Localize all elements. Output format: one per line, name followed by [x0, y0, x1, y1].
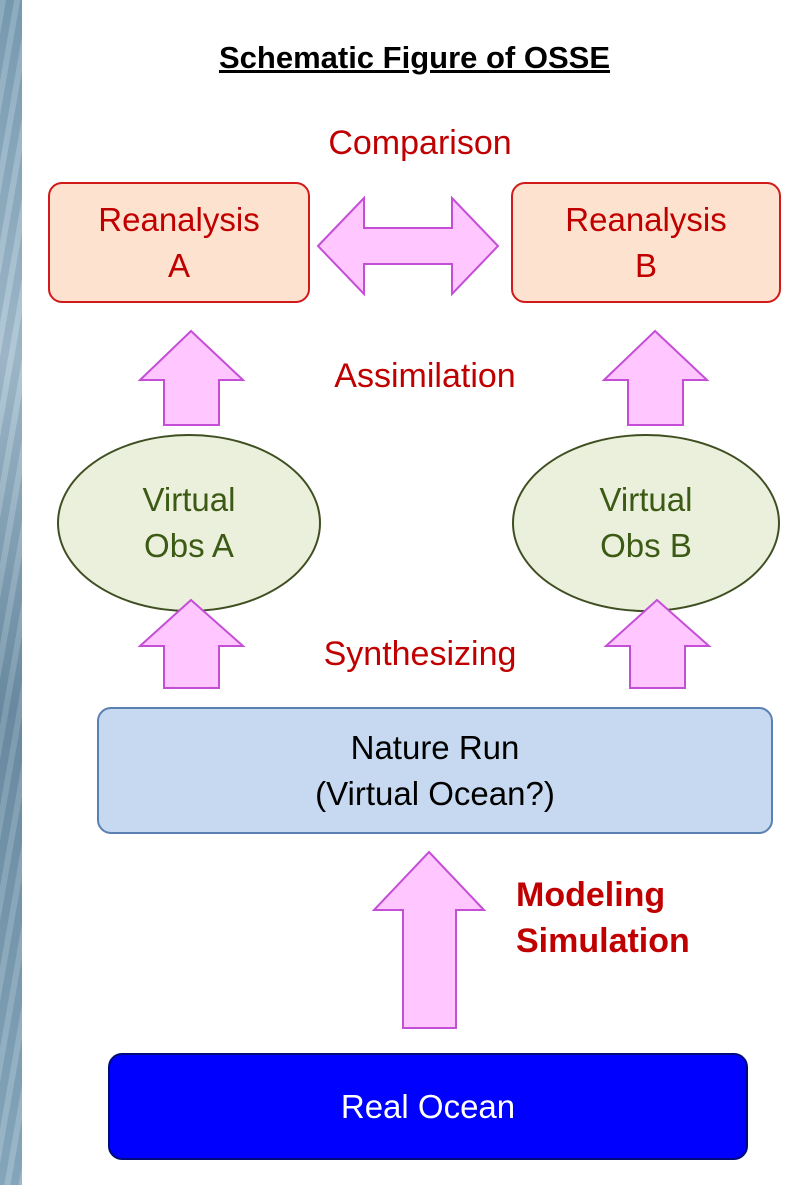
simulation-label: Simulation: [516, 922, 690, 960]
synthesizing-arrow-left: [137, 598, 246, 689]
diagram-title: Schematic Figure of OSSE: [218, 40, 611, 75]
virtual-obs-b-line2: Obs B: [600, 527, 692, 564]
reanalysis-b-title: Reanalysis: [565, 200, 727, 238]
nature-run-title: Nature Run: [350, 728, 520, 766]
real-ocean-box: Real Ocean: [108, 1053, 748, 1160]
assimilation-arrow-left: [137, 329, 246, 426]
real-ocean-label: Real Ocean: [340, 1087, 516, 1125]
reanalysis-b-letter: B: [634, 246, 657, 284]
assimilation-arrow-right: [601, 329, 710, 426]
reanalysis-a-title: Reanalysis: [98, 200, 260, 238]
synthesizing-arrow-right: [603, 598, 712, 689]
virtual-obs-b-ellipse: Virtual Obs B: [512, 434, 780, 612]
nature-run-subtitle: (Virtual Ocean?): [315, 774, 555, 812]
virtual-obs-a-line1: Virtual: [142, 481, 236, 518]
reanalysis-a-box: Reanalysis A: [48, 182, 310, 303]
comparison-double-arrow: [316, 195, 500, 297]
assimilation-label: Assimilation: [334, 357, 516, 395]
modeling-label: Modeling: [516, 876, 666, 914]
virtual-obs-a-ellipse: Virtual Obs A: [57, 434, 321, 612]
modeling-simulation-arrow: [371, 850, 487, 1029]
comparison-label: Comparison: [328, 124, 512, 162]
virtual-obs-a-line2: Obs A: [144, 527, 234, 564]
reanalysis-a-letter: A: [167, 246, 190, 284]
reanalysis-b-box: Reanalysis B: [511, 182, 781, 303]
nature-run-box: Nature Run (Virtual Ocean?): [97, 707, 773, 834]
virtual-obs-b-line1: Virtual: [599, 481, 693, 518]
synthesizing-label: Synthesizing: [323, 635, 517, 673]
modeling-simulation-label: Modeling Simulation: [516, 872, 756, 964]
